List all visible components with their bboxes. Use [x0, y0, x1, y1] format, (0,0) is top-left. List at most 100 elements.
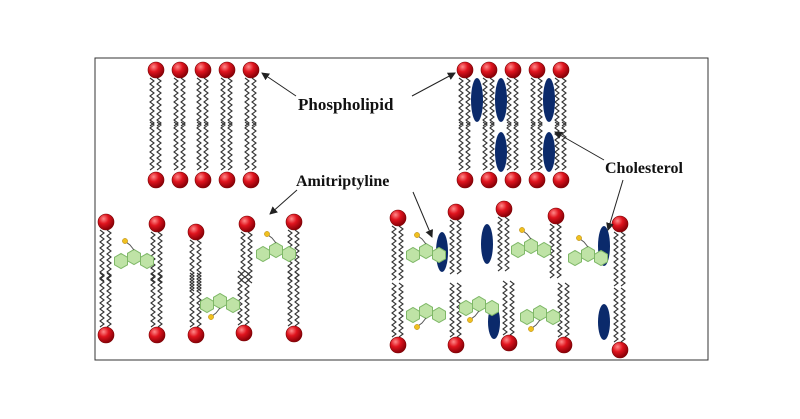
lipid-tail [203, 77, 209, 127]
arrow-layer [261, 72, 624, 238]
lipid-tail [482, 121, 488, 171]
cholesterol-icon [543, 78, 555, 122]
phospholipid-head [611, 215, 629, 233]
phospholipid-head [97, 326, 115, 344]
phospholipid-head [456, 171, 474, 189]
amitriptyline-arrow [412, 191, 433, 238]
lipid-tail [502, 280, 508, 336]
phospholipid-head [528, 61, 546, 79]
phospholipid-head [555, 336, 573, 354]
lipid-tail [613, 231, 619, 287]
phospholipid-head [235, 324, 253, 342]
phospholipid-head [500, 334, 518, 352]
lipid-tail [398, 225, 404, 281]
lipid-tail [180, 77, 186, 127]
phospholipid-head [218, 171, 236, 189]
lipid-tail [564, 282, 570, 338]
phospholipid-head [147, 171, 165, 189]
lipid-tail [196, 121, 202, 171]
lipid-tail [391, 225, 397, 281]
lipid-tail [449, 282, 455, 338]
amitriptyline-icon [200, 292, 240, 320]
lipid-tail [458, 121, 464, 171]
lipid-tail [561, 77, 567, 127]
lipid-tail [99, 229, 105, 282]
amitriptyline-icon [520, 304, 560, 332]
phospholipid-head [456, 61, 474, 79]
lipid-tail [513, 77, 519, 127]
amitriptyline-icon [406, 302, 446, 330]
lipid-tail [196, 272, 202, 328]
lipid-tail [227, 121, 233, 171]
lipid-tail [173, 77, 179, 127]
lipid-tail [561, 121, 567, 171]
phospholipid-head [148, 215, 166, 233]
lipid-tail [294, 271, 300, 327]
lipid-tail [509, 280, 515, 336]
phospholipid-arrow [411, 72, 456, 97]
lipid-tail [497, 216, 503, 272]
phospholipid-head [528, 171, 546, 189]
lipid-tail [157, 272, 163, 328]
phospholipid-head [171, 171, 189, 189]
lipid-tail [549, 223, 555, 279]
cholesterol-icon [495, 132, 507, 172]
lipid-tail [106, 229, 112, 282]
lipid-tail [244, 77, 250, 127]
amitriptyline-icon [568, 235, 608, 267]
lipid-tail [251, 77, 257, 127]
phospholipid-head [447, 336, 465, 354]
lipid-tail [106, 272, 112, 328]
lipid-tail [180, 121, 186, 171]
lipid-tail [203, 121, 209, 171]
phospholipid-head [552, 171, 570, 189]
molecule-layer [97, 61, 629, 359]
lipid-tail [513, 121, 519, 171]
phospholipid-head [242, 61, 260, 79]
lipid-tail [196, 77, 202, 127]
phospholipid-head [389, 209, 407, 227]
phospholipid-head [285, 213, 303, 231]
lipid-tail [620, 231, 626, 287]
lipid-tail [620, 287, 626, 343]
amitriptyline-icon [114, 238, 154, 270]
lipid-tail [537, 77, 543, 127]
phospholipid-head [97, 213, 115, 231]
lipid-tail [173, 121, 179, 171]
lipid-tail [530, 121, 536, 171]
cholesterol-icon [543, 132, 555, 172]
lipid-tail [220, 121, 226, 171]
phospholipid-head [187, 326, 205, 344]
lipid-tail [504, 216, 510, 272]
cholesterol-icon [471, 78, 483, 122]
lipid-tail [557, 282, 563, 338]
lipid-tail [391, 282, 397, 338]
phospholipid-head [504, 171, 522, 189]
amitriptyline-icon [256, 231, 296, 263]
phospholipid-head [389, 336, 407, 354]
lipid-tail [482, 77, 488, 127]
phospholipid-head [504, 61, 522, 79]
lipid-tail [449, 219, 455, 275]
lipid-tail [506, 121, 512, 171]
lipid-tail [489, 77, 495, 127]
lipid-tail [465, 77, 471, 127]
cholesterol-icon [481, 224, 493, 264]
lipid-tail [150, 272, 156, 328]
lipid-tail [506, 77, 512, 127]
phospholipid-head [285, 325, 303, 343]
cholesterol-label: Cholesterol [605, 160, 683, 177]
lipid-tail [456, 219, 462, 275]
lipid-tail [287, 271, 293, 327]
amitriptyline-label: Amitriptyline [296, 173, 389, 190]
lipid-tail [465, 121, 471, 171]
lipid-tail [189, 272, 195, 328]
phospholipid-head [147, 61, 165, 79]
phospholipid-head [218, 61, 236, 79]
lipid-tail [149, 77, 155, 127]
lipid-tail [244, 121, 250, 171]
phospholipid-head [148, 326, 166, 344]
lipid-tail [613, 287, 619, 343]
cholesterol-icon [598, 304, 610, 340]
